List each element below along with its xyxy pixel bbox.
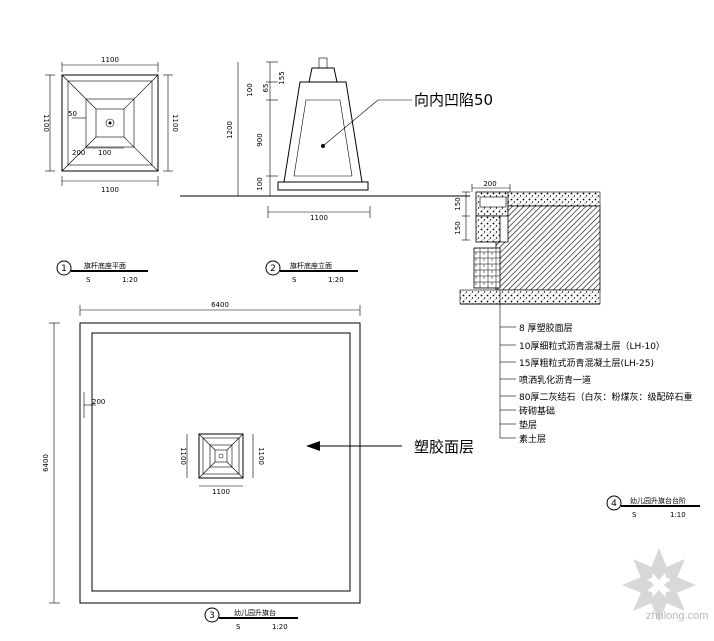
site-inner-square (91, 332, 351, 592)
elev-dim-100-top: 100 (246, 83, 254, 96)
layer-label: 80厚二灰结石（白灰：粉煤灰：级配碎石重 (519, 391, 692, 403)
site-dim-200: 200 (92, 398, 105, 406)
zhulong-logo-watermark (622, 548, 696, 622)
plan-dim-50: 50 (68, 110, 77, 118)
site-caption-title: 幼儿园升旗台 (234, 608, 276, 617)
section-caption-title: 幼儿园升旗台台阶 (630, 496, 686, 505)
section-layer-list: 8 厚塑胶面层 10厚细粒式沥青混凝土层（LH-10） 15厚粗粒式沥青混凝土层… (500, 322, 692, 445)
site-inner-dim-right: 1100 (257, 447, 265, 465)
plan-square-3 (85, 98, 135, 148)
plan-caption-scale: 1:20 (122, 276, 138, 284)
plan-dim-100: 100 (98, 149, 111, 157)
layer-label: 8 厚塑胶面层 (519, 322, 573, 334)
elev-caption-s: S (292, 276, 297, 284)
elev-note: 向内凹陷50 (414, 91, 493, 109)
site-caption-number: 3 (209, 611, 215, 621)
elev-caption-circle (265, 260, 281, 276)
elev-caption-title: 旗杆底座立面 (290, 261, 332, 270)
plan-view: 1100 1100 1100 1100 50 200 100 1 旗杆底座平面 … (42, 56, 179, 284)
plan-diagonal (61, 74, 97, 110)
elev-caption-number: 2 (270, 264, 276, 274)
plan-dim-top: 1100 (101, 56, 119, 64)
elev-caption-scale: 1:20 (328, 276, 344, 284)
plan-diagonal (123, 74, 159, 110)
plan-diagonal (61, 136, 97, 172)
layer-label: 喷洒乳化沥青一道 (519, 374, 591, 386)
site-inner-dim-left: 1100 (179, 447, 187, 465)
layer-label: 15厚粗粒式沥青混凝土层(LH-25) (519, 357, 654, 369)
foundation-hatch (495, 205, 601, 291)
site-caption-circle (204, 607, 220, 623)
site-note: 塑胶面层 (414, 438, 474, 456)
site-dim-width: 6400 (211, 301, 229, 309)
section-dim-200: 200 (483, 180, 496, 188)
layer-label: 垫层 (519, 419, 537, 431)
brick-footing (473, 247, 501, 289)
section-caption-circle (606, 495, 622, 511)
section-dim-150-b: 150 (454, 221, 462, 234)
elev-dim-65: 65 (262, 84, 270, 93)
site-base-square (198, 433, 244, 479)
upper-surface-gravel (505, 191, 601, 207)
plan-dim-bottom: 1100 (101, 186, 119, 194)
flagpole-hole (105, 118, 115, 128)
section-view: 200 150 150 8 厚塑胶面层 10厚细粒式沥青混凝土层（LH-10） … (454, 180, 700, 519)
plan-caption-number: 1 (61, 264, 67, 274)
elev-leader (322, 99, 379, 147)
section-caption-scale: 1:10 (670, 511, 686, 519)
plan-dim-200: 200 (72, 149, 85, 157)
site-inner-dim-bottom: 1100 (212, 488, 230, 496)
site-caption-scale: 1:20 (272, 623, 288, 631)
section-caption-s: S (632, 511, 637, 519)
plan-dim-left: 1100 (42, 114, 50, 132)
plan-dim-right: 1100 (171, 114, 179, 132)
section-dim-150-a: 150 (454, 197, 462, 210)
elev-dim-155: 155 (278, 71, 286, 84)
site-outer-square (79, 322, 361, 604)
site-plan-view: 6400 6400 200 1100 1100 1100 塑胶面层 3 幼儿 (42, 301, 474, 631)
elevation-view: 155 65 100 900 100 1200 1100 向内凹陷50 2 旗杆… (180, 57, 493, 284)
layer-label: 10厚细粒式沥青混凝土层（LH-10） (519, 340, 665, 352)
plan-caption-s: S (86, 276, 91, 284)
plan-square-4 (95, 108, 125, 138)
layer-label: 素土层 (519, 433, 546, 445)
elev-dim-900: 900 (256, 133, 264, 146)
bottom-gravel (459, 289, 601, 305)
site-dim-height: 6400 (42, 454, 50, 472)
elev-dim-width: 1100 (310, 214, 328, 222)
plan-caption-title: 旗杆底座平面 (84, 261, 126, 270)
elev-dim-1200: 1200 (226, 121, 234, 139)
site-caption-s: S (236, 623, 241, 631)
elev-dim-100-bottom: 100 (256, 177, 264, 190)
plan-caption-circle (56, 260, 72, 276)
layer-label: 砖砌基础 (519, 405, 555, 417)
plan-outer-square (61, 74, 159, 172)
section-caption-number: 4 (611, 499, 617, 509)
watermark-text: zhulong.com (646, 610, 709, 622)
plan-diagonal (123, 136, 159, 172)
plan-square-2 (67, 80, 153, 166)
